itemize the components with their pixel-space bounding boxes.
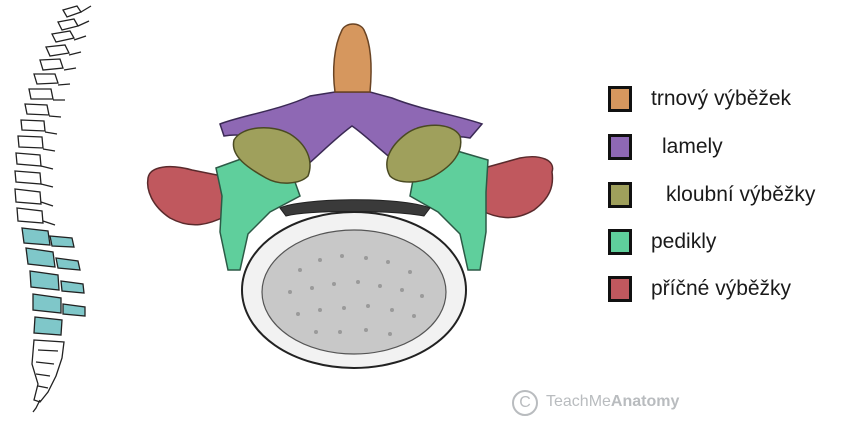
- vertebra-superior-view-illustration: [130, 0, 570, 421]
- watermark-brand-bold: Anatomy: [611, 393, 679, 410]
- legend-label: pedikly: [651, 229, 716, 255]
- legend: trnový výběžek lamely kloubní výběžky pe…: [608, 84, 865, 309]
- legend-swatch: [608, 276, 632, 302]
- spine-column: [15, 6, 91, 225]
- legend-label: lamely: [662, 134, 723, 160]
- watermark-brand-regular: TeachMe: [546, 393, 611, 410]
- spinous-process: [334, 24, 371, 92]
- spine-lateral-illustration: [0, 0, 110, 421]
- lumbar-region-highlight: [22, 228, 85, 335]
- legend-swatch: [608, 86, 632, 112]
- transverse-process-right: [480, 157, 553, 218]
- sacrum-coccyx: [32, 340, 64, 412]
- legend-swatch: [608, 182, 632, 208]
- legend-swatch: [608, 134, 632, 160]
- legend-label: trnový výběžek: [651, 86, 791, 112]
- transverse-process-left: [148, 167, 226, 225]
- legend-label: kloubní výběžky: [666, 182, 815, 208]
- legend-label: příčné výběžky: [651, 276, 791, 302]
- watermark-text: TeachMeAnatomy: [546, 393, 679, 411]
- legend-swatch: [608, 229, 632, 255]
- copyright-icon: C: [512, 390, 538, 416]
